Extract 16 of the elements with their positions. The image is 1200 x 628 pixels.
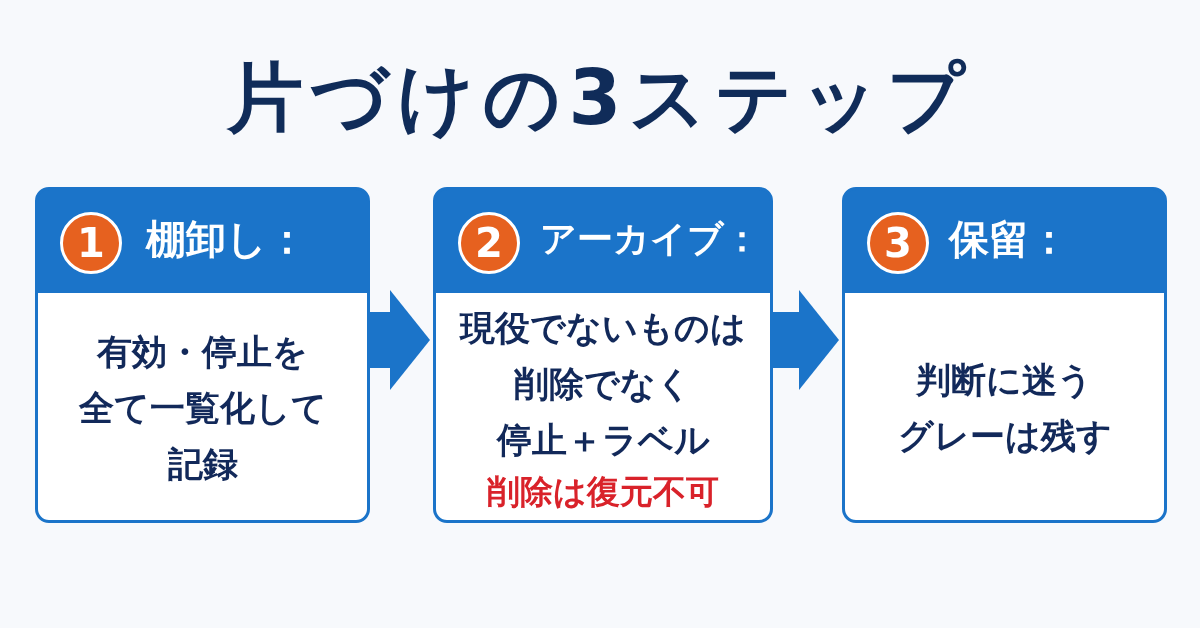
warning-note: 削除は復元不可 [487, 471, 719, 513]
step-description: 現役でないものは削除でなく停止＋ラベル [460, 307, 746, 462]
step-number: 1 [60, 212, 122, 274]
step-description: 判断に迷うグレーは残す [897, 359, 1112, 458]
step-card [433, 187, 773, 523]
step-number: 3 [867, 212, 929, 274]
title: 片づけの3ステップ [226, 52, 974, 144]
step-heading: 棚卸し： [146, 215, 307, 264]
step-heading: アーカイブ： [540, 217, 760, 261]
step-card [35, 187, 370, 523]
step-heading: 保留： [949, 215, 1069, 264]
step-card [842, 187, 1167, 523]
arrow [370, 290, 430, 390]
step-number: 2 [458, 212, 520, 274]
arrow [773, 290, 839, 390]
step-description: 有効・停止を全て一覧化して記録 [78, 331, 327, 486]
